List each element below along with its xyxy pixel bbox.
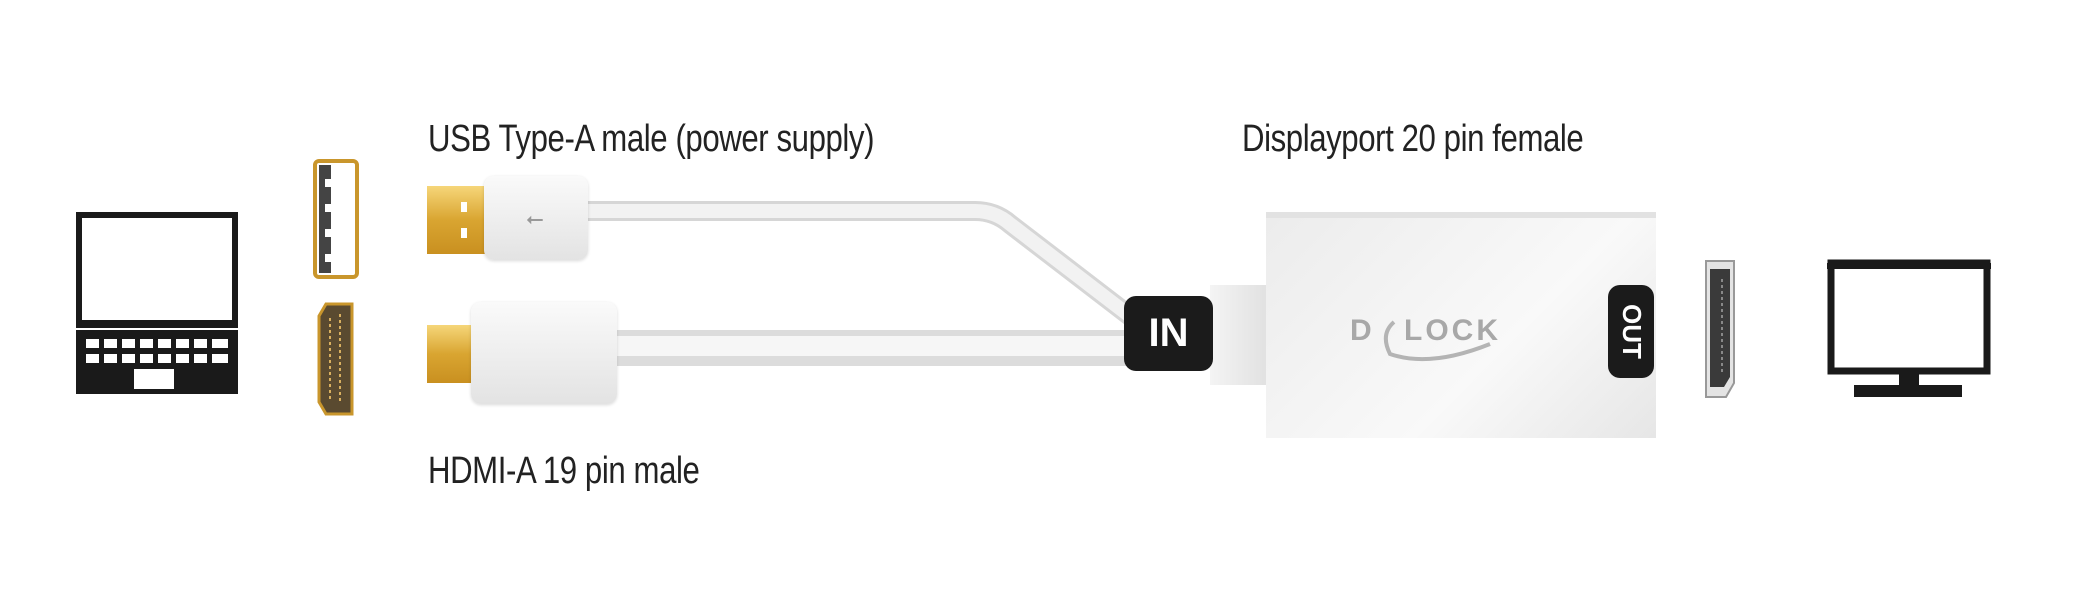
hdmi-label: HDMI-A 19 pin male [428, 450, 700, 492]
svg-text:LOCK: LOCK [1404, 314, 1501, 347]
hdmi-plug-icon [427, 325, 473, 383]
usb-label: USB Type-A male (power supply) [428, 118, 875, 160]
displayport-label: Displayport 20 pin female [1242, 118, 1584, 160]
usb-plug-icon [427, 186, 487, 254]
out-badge: OUT [1608, 285, 1654, 378]
hdmi-plug-housing [471, 302, 617, 404]
adapter-neck [1210, 285, 1270, 385]
svg-text:D: D [1350, 314, 1375, 347]
out-label: OUT [1616, 304, 1647, 359]
delock-logo: D LOCK [1350, 314, 1501, 362]
adapter-body: D LOCK [1266, 212, 1656, 438]
usb-port-icon [313, 159, 359, 279]
displayport-port-icon [1705, 260, 1735, 398]
usb-symbol-icon: ⭠ [526, 206, 544, 231]
laptop-icon [76, 212, 238, 394]
monitor-icon [1827, 259, 1991, 397]
hdmi-port-icon [317, 302, 354, 416]
in-badge: IN [1124, 296, 1213, 371]
usb-plug-housing: ⭠ [484, 176, 588, 260]
